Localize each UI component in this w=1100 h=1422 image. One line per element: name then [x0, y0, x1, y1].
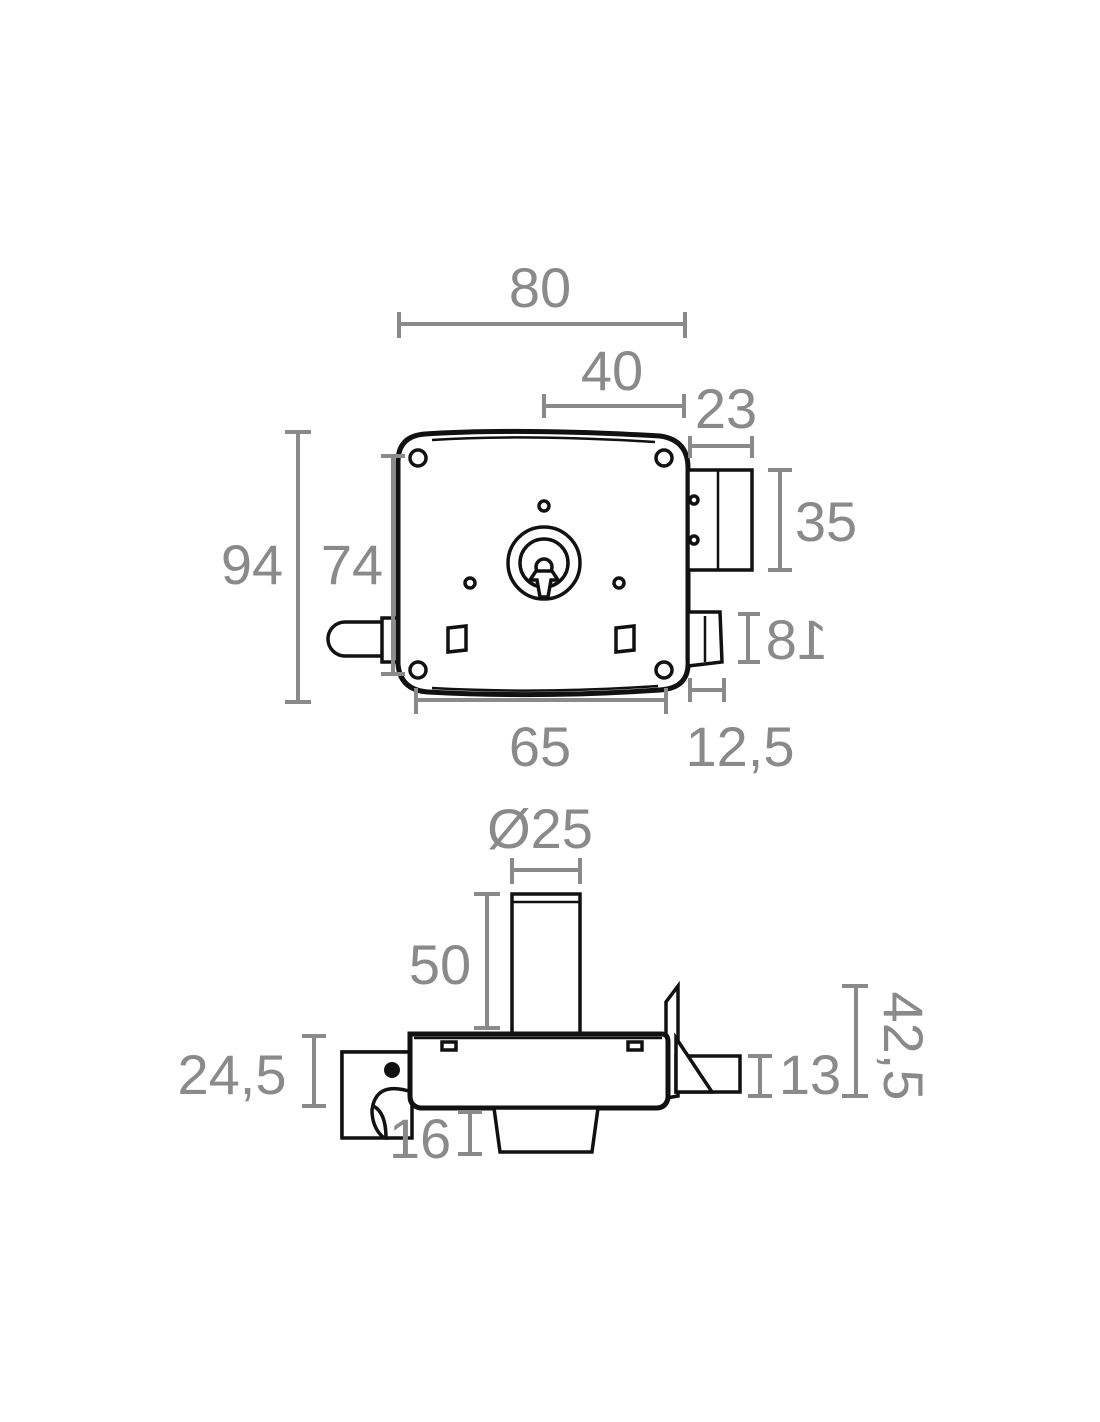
dim-cylinder-diameter: Ø25 — [487, 797, 593, 860]
side-view — [340, 892, 742, 1154]
side-tab-left — [440, 1040, 458, 1052]
dim-cylinder-length: 50 — [409, 933, 471, 996]
lock-case-rim-bottom — [431, 684, 659, 692]
front-dimensions: 80 40 23 94 74 35 18 65 — [221, 256, 857, 778]
cylinder-keyway — [526, 569, 562, 599]
screw-bottom-left — [408, 660, 428, 680]
dim-cylinder-offset: 40 — [581, 339, 643, 402]
deadbolt — [686, 468, 754, 572]
dim-inner-height: 74 — [321, 533, 383, 596]
dim-bolt-height: 35 — [795, 490, 857, 553]
dim-latch-height: 18 — [766, 608, 828, 671]
dim-overall-height: 94 — [221, 533, 283, 596]
dim-latch-width: 13 — [779, 1043, 841, 1106]
handle-lever — [326, 620, 394, 658]
dim-overall-width: 80 — [509, 256, 571, 319]
hole-right — [612, 576, 626, 590]
dim-knob-height: 16 — [389, 1107, 451, 1170]
side-dimensions: Ø25 50 24,5 16 13 42,5 — [178, 797, 936, 1170]
hole-top — [537, 499, 551, 513]
hole-left — [463, 576, 477, 590]
lock-case-rim-top — [431, 436, 656, 444]
dim-latch-projection: 12,5 — [686, 715, 795, 778]
front-view — [326, 428, 754, 698]
screw-top-left — [408, 448, 428, 468]
side-lock-case — [407, 1031, 671, 1111]
dim-depth: 42,5 — [872, 992, 935, 1101]
side-cylinder — [510, 892, 582, 1038]
screw-bottom-right — [654, 660, 674, 680]
dim-mounting-width: 65 — [509, 715, 571, 778]
screw-top-right — [654, 448, 674, 468]
slot-right — [614, 624, 636, 654]
side-inner-knob — [491, 1106, 601, 1154]
side-latch-bevel — [674, 1032, 716, 1094]
deadbolt-pin-1 — [688, 494, 700, 506]
deadbolt-pin-2 — [688, 534, 700, 546]
side-handle-pivot — [384, 1062, 400, 1078]
side-tab-right — [626, 1040, 644, 1052]
slot-left — [446, 624, 468, 654]
dim-bolt-projection: 23 — [695, 377, 757, 440]
dim-handle-offset: 24,5 — [178, 1043, 287, 1106]
